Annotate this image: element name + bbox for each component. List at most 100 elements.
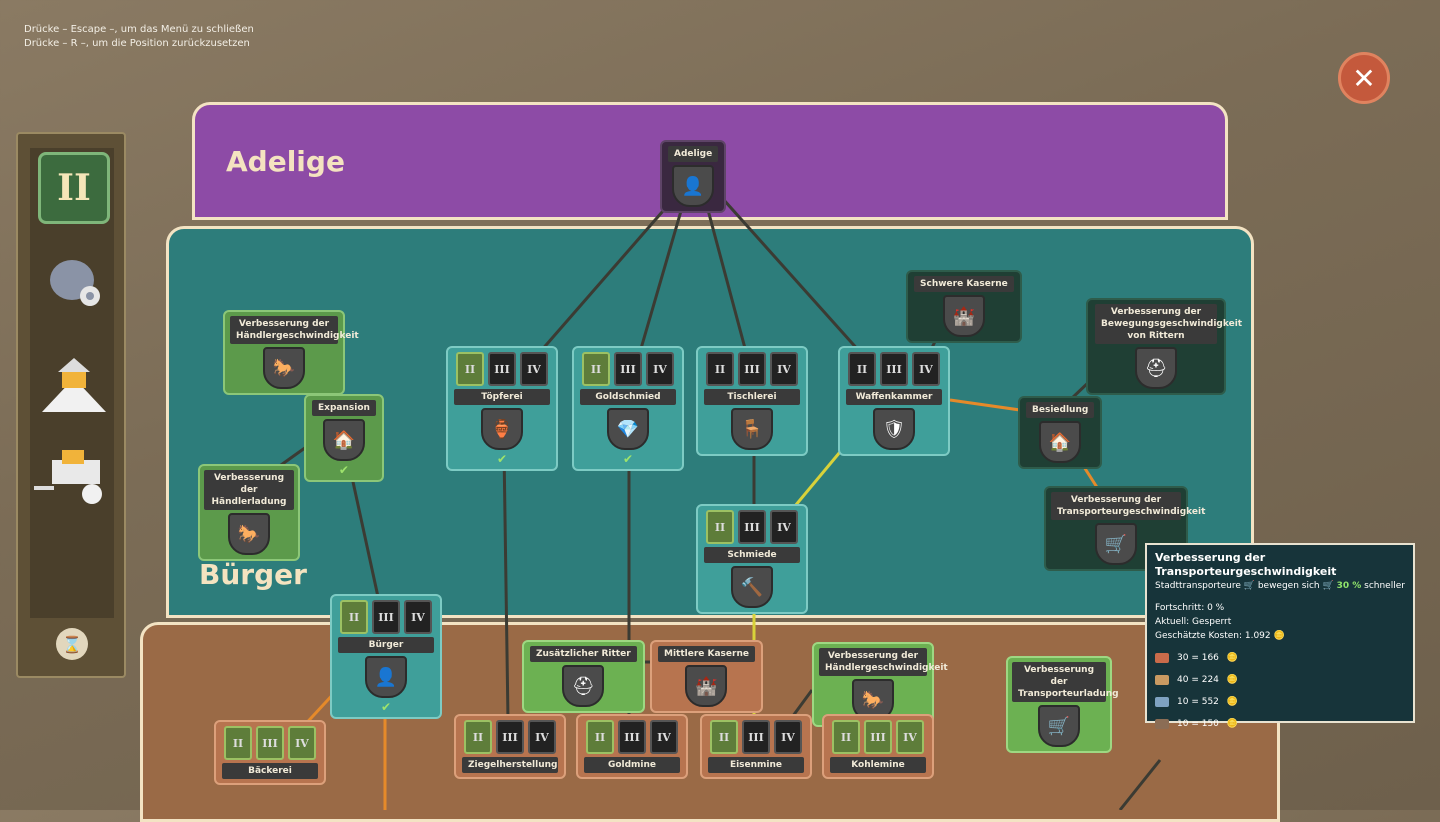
check-icon: ✔ — [496, 452, 508, 466]
node-label: Besiedlung — [1026, 402, 1095, 418]
tier-badge-icon[interactable]: II — [38, 152, 110, 224]
cost-row: 40 = 224 🪙 — [1155, 673, 1405, 687]
node-transporteurladung[interactable]: Verbesserung der Transporteurladung 🛒 — [1006, 656, 1119, 753]
tier-iii: III — [864, 720, 892, 754]
tooltip-description: Stadttransporteure 🛒 bewegen sich 🛒 30 %… — [1155, 581, 1405, 591]
tier-iv: IV — [774, 720, 802, 754]
node-label: Eisenmine — [708, 757, 804, 773]
node-label: Bürger — [338, 637, 434, 653]
node-label: Verbesserung der Händlergeschwindigkeit — [819, 648, 948, 676]
tooltip-progress: Fortschritt: 0 % — [1155, 603, 1225, 613]
tier-ii: II — [582, 352, 610, 386]
node-label: Töpferei — [454, 389, 550, 405]
hammer-icon — [1155, 719, 1169, 729]
pottery-icon: 🏺 — [481, 408, 523, 450]
tier-iii: III — [496, 720, 524, 754]
knight-icon: ⛑ — [1135, 347, 1177, 389]
tier-iv: IV — [770, 352, 798, 386]
node-mittlere-kaserne[interactable]: Mittlere Kaserne 🏰 — [650, 640, 763, 713]
barracks-icon: 🏰 — [942, 295, 985, 337]
plank-icon — [1155, 675, 1169, 685]
node-zusaetzlicher-ritter[interactable]: Zusätzlicher Ritter ⛑ — [522, 640, 645, 713]
node-label: Mittlere Kaserne — [658, 646, 755, 662]
node-label: Verbesserung der Bewegungsgeschwindigkei… — [1095, 304, 1242, 344]
node-label: Zusätzlicher Ritter — [530, 646, 637, 662]
hint-reset: Drücke – R –, um die Position zurückzuse… — [24, 38, 250, 49]
sidebar: II ⌛ — [16, 132, 126, 678]
node-haendlerladung[interactable]: Verbesserung der Händlerladung 🐎 — [198, 464, 300, 561]
node-label: Adelige — [668, 146, 719, 162]
cost-row: 30 = 166 🪙 — [1155, 651, 1405, 665]
node-haendlergeschwindigkeit[interactable]: Verbesserung der Händlergeschwindigkeit … — [223, 310, 359, 395]
node-besiedlung[interactable]: Besiedlung 🏠 — [1018, 396, 1103, 469]
armor-icon: 🛡 — [873, 408, 915, 450]
settlement-icon[interactable] — [38, 342, 110, 414]
node-expansion[interactable]: Expansion 🏠✔ — [304, 394, 384, 482]
citizen-icon: 👤 — [365, 656, 407, 698]
node-haendlergeschwindigkeit-2[interactable]: Verbesserung der Händlergeschwindigkeit … — [812, 642, 948, 727]
hammer-icon: 🔨 — [731, 566, 773, 608]
cart-icon[interactable] — [34, 450, 110, 508]
tier-iii: III — [742, 720, 770, 754]
node-label: Kohlemine — [830, 757, 926, 773]
node-label: Waffenkammer — [846, 389, 942, 405]
cost-row: 10 = 552 🪙 — [1155, 695, 1405, 709]
tier-iii: III — [618, 720, 646, 754]
tier-iv: IV — [896, 720, 924, 754]
node-label: Expansion — [312, 400, 376, 416]
tier-ii: II — [832, 720, 860, 754]
tier-ii: II — [706, 352, 734, 386]
close-button[interactable]: ✕ — [1338, 52, 1390, 104]
carpentry-icon: 🪑 — [731, 408, 773, 450]
node-label: Verbesserung der Transporteurladung — [1012, 662, 1119, 702]
node-label: Schmiede — [704, 547, 800, 563]
node-schwere-kaserne[interactable]: Schwere Kaserne 🏰 — [906, 270, 1022, 343]
barracks-icon: 🏰 — [685, 665, 728, 707]
knight-icon: ⛑ — [562, 665, 605, 707]
node-bewegung-ritter[interactable]: Verbesserung der Bewegungsgeschwindigkei… — [1086, 298, 1242, 395]
tier-ii: II — [464, 720, 492, 754]
tier-iv: IV — [404, 600, 432, 634]
tooltip-title: Verbesserung der Transporteurgeschwindig… — [1155, 551, 1337, 578]
tier-ii: II — [710, 720, 738, 754]
cost-row: 10 = 150 🪙 — [1155, 717, 1405, 731]
tier-iv: IV — [288, 726, 316, 760]
tier-ii: II — [848, 352, 876, 386]
check-icon: ✔ — [622, 452, 634, 466]
tier-ii: II — [456, 352, 484, 386]
tier-iv: IV — [520, 352, 548, 386]
trader-icon: 🐎 — [228, 513, 270, 555]
node-label: Ziegelherstellung — [462, 757, 558, 773]
tier-ii: II — [224, 726, 252, 760]
tier-iii: III — [372, 600, 400, 634]
tier-iv: IV — [528, 720, 556, 754]
tooltip: Verbesserung der Transporteurgeschwindig… — [1145, 543, 1415, 729]
node-label: Goldschmied — [580, 389, 676, 405]
cart-icon: 🛒 — [1038, 705, 1080, 747]
tier-iii: III — [738, 510, 766, 544]
tier-iv: IV — [770, 510, 798, 544]
tier-iii: III — [256, 726, 284, 760]
jewel-icon: 💎 — [607, 408, 649, 450]
band-title-buerger: Bürger — [199, 558, 307, 591]
tier-ii: II — [706, 510, 734, 544]
iron-icon — [1155, 697, 1169, 707]
hourglass-icon[interactable]: ⌛ — [56, 628, 88, 660]
node-adelige[interactable]: Adelige 👤 — [660, 140, 727, 213]
armor-settings-icon[interactable] — [44, 252, 104, 310]
tier-iii: III — [738, 352, 766, 386]
tier-iii: III — [614, 352, 642, 386]
tier-iv: IV — [650, 720, 678, 754]
noble-icon: 👤 — [672, 165, 715, 207]
